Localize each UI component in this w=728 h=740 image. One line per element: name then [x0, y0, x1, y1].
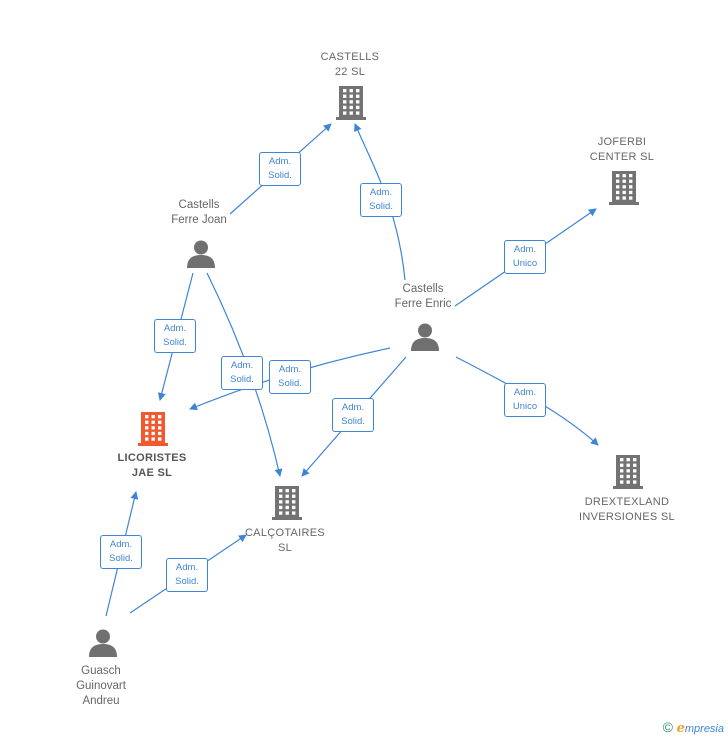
- role-badge[interactable]: Adm. Solid.: [360, 183, 402, 217]
- role-badge[interactable]: Adm. Solid.: [154, 319, 196, 353]
- role-kind: Solid.: [369, 201, 393, 212]
- company-name-label[interactable]: CASTELLS 22 SL: [320, 51, 380, 78]
- role-kind: Solid.: [175, 576, 199, 587]
- role-kind: Solid.: [163, 337, 187, 348]
- person-icon[interactable]: [410, 323, 440, 356]
- role-type: Adm.: [175, 562, 199, 573]
- role-badge[interactable]: Adm. Solid.: [166, 558, 208, 592]
- copyright-symbol: ©: [662, 719, 673, 735]
- role-badge[interactable]: Adm. Solid.: [221, 356, 263, 390]
- role-badge[interactable]: Adm. Solid.: [100, 535, 142, 569]
- brand-initial: e: [676, 721, 685, 736]
- role-kind: Solid.: [109, 553, 133, 564]
- role-kind: Solid.: [341, 416, 365, 427]
- building-icon[interactable]: [272, 484, 302, 525]
- role-badge[interactable]: Adm. Solid.: [259, 152, 301, 186]
- role-kind: Solid.: [268, 170, 292, 181]
- role-type: Adm.: [369, 187, 393, 198]
- role-type: Adm.: [513, 244, 537, 255]
- role-badge[interactable]: Adm. Unico: [504, 383, 546, 417]
- role-type: Adm.: [278, 364, 302, 375]
- role-kind: Solid.: [278, 378, 302, 389]
- role-badge[interactable]: Adm. Unico: [504, 240, 546, 274]
- building-icon[interactable]: [609, 169, 639, 210]
- role-badge[interactable]: Adm. Solid.: [332, 398, 374, 432]
- building-icon[interactable]: [613, 453, 643, 494]
- company-name-label[interactable]: LICORISTES JAE SL: [117, 452, 187, 479]
- role-type: Adm.: [341, 402, 365, 413]
- role-type: Adm.: [163, 323, 187, 334]
- role-type: Adm.: [513, 387, 537, 398]
- person-name-label[interactable]: Guasch Guinovart Andreu: [76, 665, 126, 707]
- company-name-label[interactable]: JOFERBI CENTER SL: [589, 136, 655, 163]
- role-kind: Unico: [512, 401, 538, 412]
- person-icon[interactable]: [186, 240, 216, 273]
- building-icon[interactable]: [138, 410, 168, 451]
- company-name-label[interactable]: DREXTEXLAND INVERSIONES SL: [579, 496, 675, 523]
- role-type: Adm.: [109, 539, 133, 550]
- role-type: Adm.: [268, 156, 292, 167]
- person-name-label[interactable]: Castells Ferre Enric: [394, 283, 452, 310]
- person-name-label[interactable]: Castells Ferre Joan: [171, 199, 227, 226]
- brand-name: mpresia: [684, 723, 724, 735]
- empresia-watermark: © empresia: [663, 719, 724, 736]
- role-badge[interactable]: Adm. Solid.: [269, 360, 311, 394]
- company-name-label[interactable]: CALÇOTAIRES SL: [244, 527, 326, 554]
- role-kind: Unico: [512, 258, 538, 269]
- role-kind: Solid.: [230, 374, 254, 385]
- role-type: Adm.: [230, 360, 254, 371]
- person-icon[interactable]: [88, 629, 118, 662]
- building-icon[interactable]: [336, 84, 366, 125]
